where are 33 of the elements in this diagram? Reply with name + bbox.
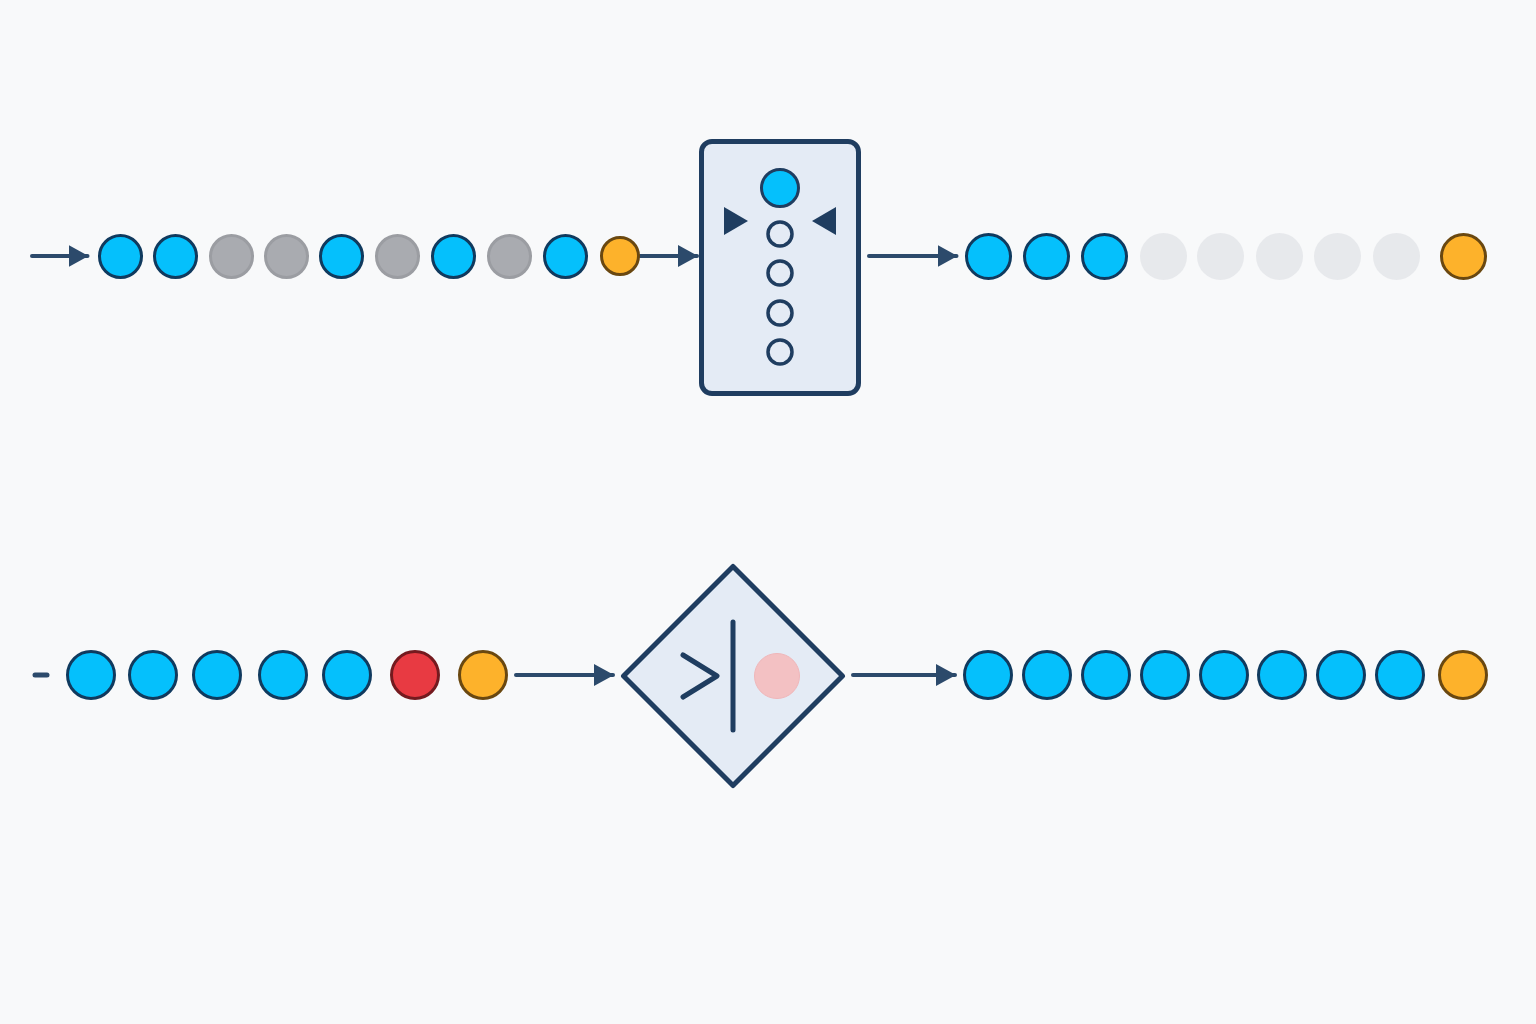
item-circle: [600, 236, 640, 276]
item-circle: [374, 233, 420, 279]
item-circle: [128, 650, 178, 700]
item-circle: [1257, 650, 1307, 700]
item-circle: [66, 650, 116, 700]
item-circle: [1081, 650, 1131, 700]
item-circle: [1140, 650, 1190, 700]
item-circle: [486, 233, 532, 279]
item-circle: [318, 233, 364, 279]
item-circle: [1375, 650, 1425, 700]
arrow: [851, 664, 957, 686]
item-circle: [192, 650, 242, 700]
item-circle: [542, 233, 588, 279]
item-circle: [1022, 650, 1072, 700]
item-circle: [152, 233, 198, 279]
arrow: [514, 664, 615, 686]
item-circle: [1438, 650, 1488, 700]
item-circle: [1199, 650, 1249, 700]
item-circle: [430, 233, 476, 279]
item-circle: [208, 233, 254, 279]
arrow: [30, 245, 90, 267]
item-circle: [963, 650, 1013, 700]
item-circle: [390, 650, 440, 700]
item-circle: [458, 650, 508, 700]
decision-diamond: [620, 563, 846, 789]
arrow: [867, 245, 959, 267]
item-circle: [258, 650, 308, 700]
item-circle: [1316, 650, 1366, 700]
item-circle: [322, 650, 372, 700]
arrow: [638, 245, 699, 267]
item-circle: [97, 233, 143, 279]
process-box: [699, 139, 861, 396]
item-circle: [263, 233, 309, 279]
